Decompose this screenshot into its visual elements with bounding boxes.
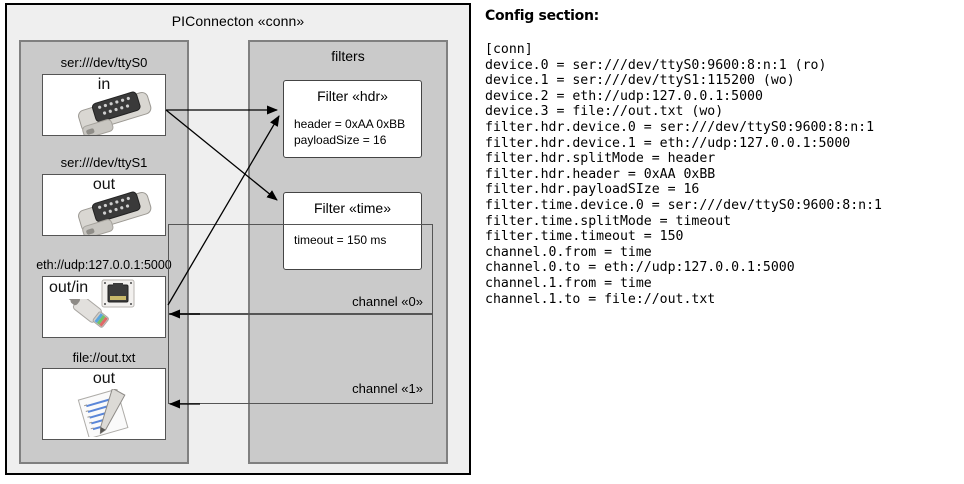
device-box-file[interactable]: out — [42, 368, 166, 440]
device-label-eth: eth://udp:127.0.0.1:5000 — [36, 258, 172, 272]
channel-0-label: channel «0» — [352, 294, 423, 309]
diagram-title: PIConnecton «conn» — [171, 13, 305, 29]
config-line: device.3 = file://out.txt (wo) — [485, 104, 724, 120]
config-line: device.2 = eth://udp:127.0.0.1:5000 — [485, 88, 763, 104]
config-line: filter.hdr.device.1 = eth://udp:127.0.0.… — [485, 135, 851, 151]
device-io-ttyS0: in — [97, 76, 111, 93]
device-label-ttyS0: ser:///dev/ttyS0 — [60, 55, 148, 70]
config-line: [conn] — [485, 42, 533, 57]
filter-time-title: Filter «time» — [313, 200, 392, 216]
config-panel: Config section: [conn]device.0 = ser:///… — [481, 0, 964, 484]
filter-hdr-title: Filter «hdr» — [317, 88, 388, 104]
device-io-file: out — [92, 370, 116, 387]
config-line: device.0 = ser:///dev/ttyS0:9600:8:n:1 (… — [485, 57, 827, 73]
config-heading: Config section: — [485, 8, 599, 24]
config-line: channel.1.to = file://out.txt — [485, 291, 716, 307]
config-line: filter.time.device.0 = ser:///dev/ttyS0:… — [485, 197, 882, 213]
config-line: channel.1.from = time — [485, 275, 652, 291]
architecture-diagram: PIConnecton «conn» ser:///dev/ttyS0 in — [0, 0, 478, 484]
config-line: channel.0.to = eth://udp:127.0.0.1:5000 — [485, 260, 795, 276]
device-box-ttyS1[interactable]: out — [42, 174, 166, 239]
device-label-file: file://out.txt — [72, 350, 136, 365]
filter-card-time[interactable]: Filter «time» timeout = 150 ms — [283, 192, 422, 270]
device-io-ttyS1: out — [92, 176, 116, 193]
channel-1-route — [168, 314, 433, 404]
filter-hdr-line-header: header = 0xAA 0xBB — [294, 117, 406, 131]
config-text-block: [conn]device.0 = ser:///dev/ttyS0:9600:8… — [485, 42, 882, 307]
config-line: filter.hdr.header = 0xAA 0xBB — [485, 166, 716, 182]
serial-port-icon — [65, 91, 165, 140]
ethernet-socket-icon — [101, 279, 135, 314]
ethernet-cable-icon — [57, 285, 135, 344]
config-line: filter.hdr.splitMode = header — [485, 151, 716, 167]
config-line: device.1 = ser:///dev/ttyS1:115200 (wo) — [485, 73, 795, 89]
channel-1-label: channel «1» — [352, 381, 423, 396]
device-box-eth[interactable]: out/in — [42, 276, 166, 338]
config-line: filter.time.timeout = 150 — [485, 229, 684, 245]
devices-group: ser:///dev/ttyS0 in — [19, 40, 189, 464]
device-label-ttyS1: ser:///dev/ttyS1 — [60, 155, 148, 170]
config-line: filter.hdr.device.0 = ser:///dev/ttyS0:9… — [485, 119, 875, 135]
config-line: filter.time.splitMode = timeout — [485, 213, 732, 229]
filter-card-hdr[interactable]: Filter «hdr» header = 0xAA 0xBB payloadS… — [283, 80, 422, 158]
filters-group: filters Filter «hdr» header = 0xAA 0xBB … — [248, 40, 448, 464]
serial-port-icon — [65, 191, 165, 240]
config-line: filter.hdr.payloadSIze = 16 — [485, 182, 700, 198]
filter-time-line-timeout: timeout = 150 ms — [294, 233, 387, 247]
device-box-ttyS0[interactable]: in — [42, 74, 166, 139]
device-io-eth: out/in — [49, 279, 89, 296]
text-file-icon — [75, 387, 137, 442]
filter-hdr-line-payload: payloadSize = 16 — [294, 133, 387, 147]
filters-group-title: filters — [331, 48, 365, 64]
config-line: channel.0.from = time — [485, 244, 652, 260]
